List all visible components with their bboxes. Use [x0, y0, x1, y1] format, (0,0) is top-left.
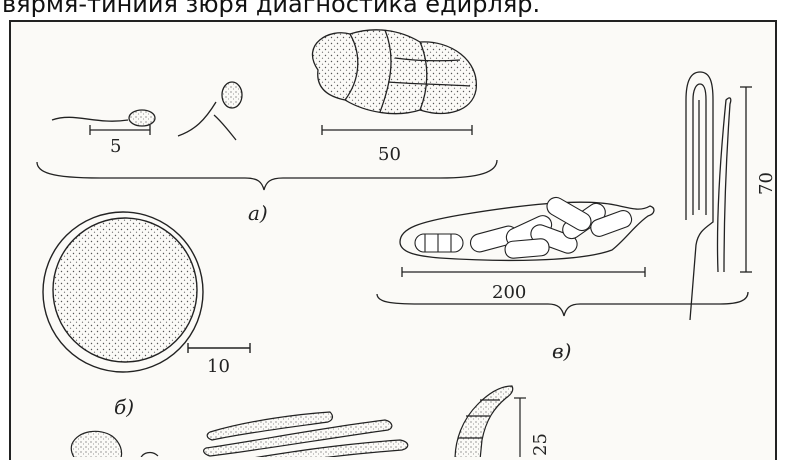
- scale-label-10: 10: [207, 356, 230, 377]
- brace-a: [37, 160, 497, 190]
- conidium-1: [71, 431, 121, 457]
- curved-conidium: [455, 386, 513, 457]
- panel-b: [43, 212, 250, 372]
- ascospores: [415, 194, 634, 259]
- scale-label-70: 70: [756, 172, 777, 195]
- panel-a: [37, 30, 497, 190]
- panel-label-a: a): [248, 201, 268, 225]
- scale-label-5: 5: [110, 136, 121, 157]
- multicellular-spore: [312, 30, 476, 114]
- bottom-panel: [71, 386, 526, 457]
- zoospore-2: [178, 102, 216, 136]
- scale-label-25: 25: [530, 433, 551, 456]
- scale-label-50: 50: [378, 144, 401, 165]
- panel-label-v: в): [552, 339, 571, 363]
- panel-label-b: б): [114, 395, 134, 419]
- zoospore-1: [52, 117, 128, 121]
- paraphysis: [717, 98, 730, 272]
- scale-label-200: 200: [492, 282, 526, 303]
